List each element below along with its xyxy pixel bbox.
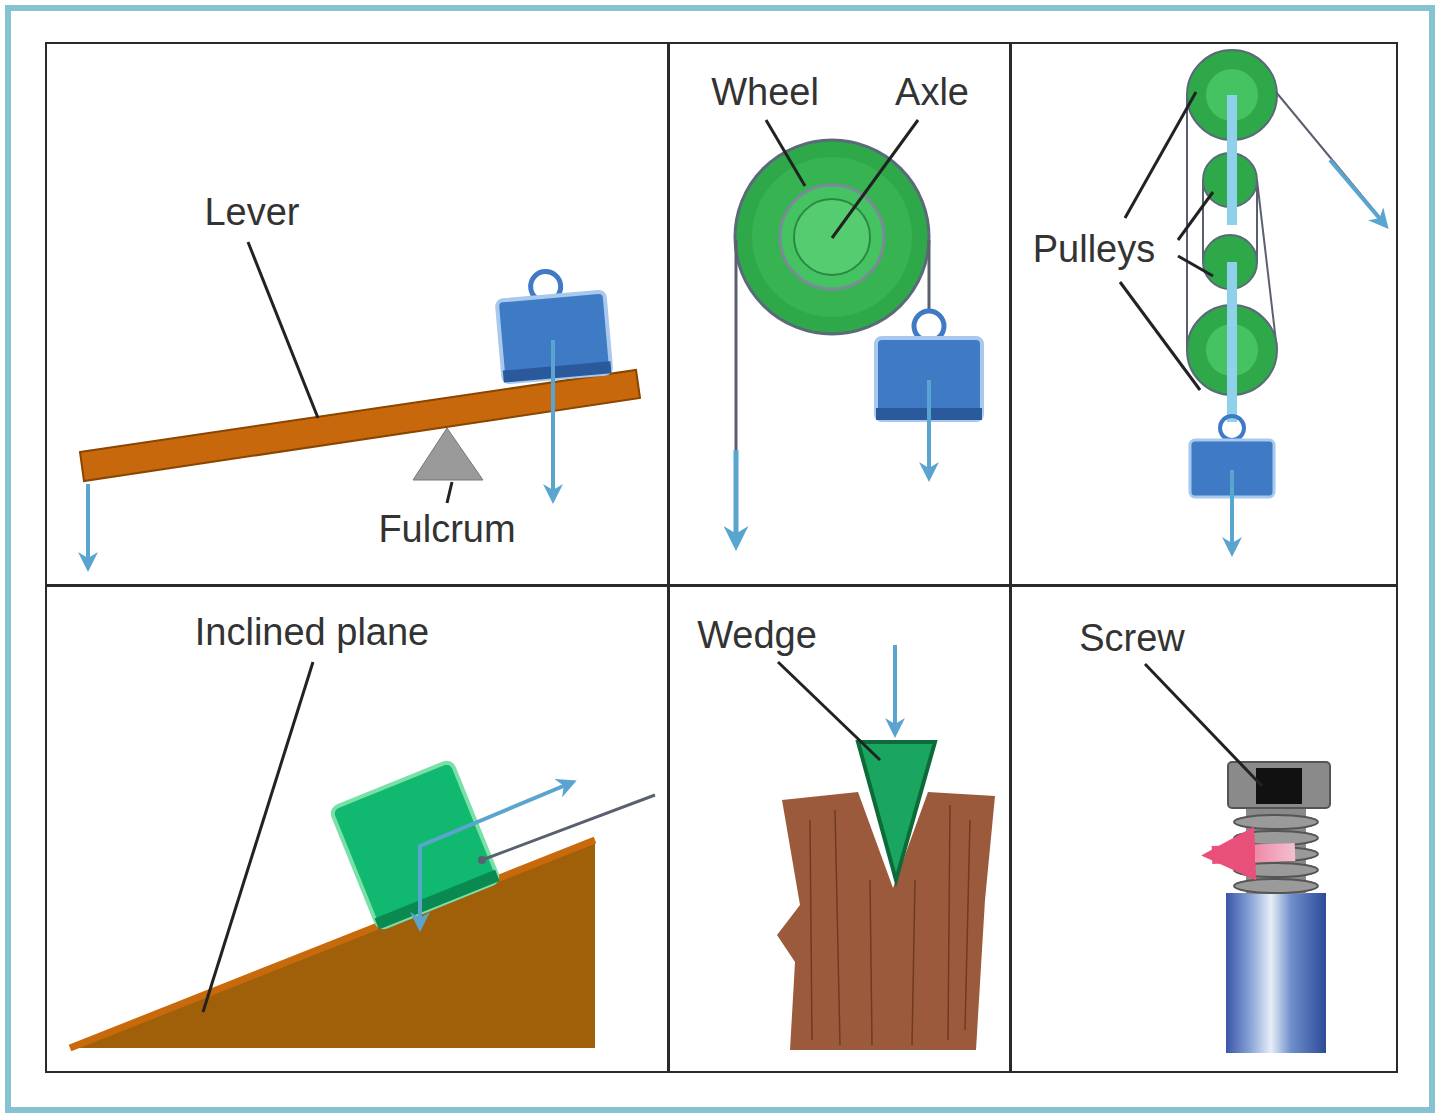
machine-panel: Wheel Axle — [668, 42, 1011, 586]
part-label: Wedge — [697, 616, 817, 654]
screw-figure — [1145, 664, 1330, 1053]
pulleys-figure — [1120, 50, 1386, 553]
part-label: Screw — [1079, 619, 1185, 657]
part-label: Inclined plane — [195, 613, 430, 651]
outer-frame — [8, 8, 1432, 1110]
part-label: Pulleys — [1033, 230, 1156, 268]
part-label: Lever — [204, 193, 299, 231]
machine-panel: Pulleys — [1010, 42, 1398, 586]
wheel-axle-figure — [735, 120, 982, 546]
inclined-plane-figure — [70, 662, 655, 1048]
machine-panel: LeverFulcrum — [45, 42, 669, 586]
part-label: Axle — [895, 73, 969, 111]
part-label: Wheel — [711, 73, 819, 111]
part-label: Fulcrum — [378, 510, 515, 548]
machine-panel: Screw — [1010, 585, 1398, 1073]
wedge-figure — [777, 645, 995, 1050]
machine-panel: Inclined plane — [45, 585, 669, 1073]
machine-panel: Wedge — [668, 585, 1011, 1073]
lever-figure — [80, 242, 640, 568]
